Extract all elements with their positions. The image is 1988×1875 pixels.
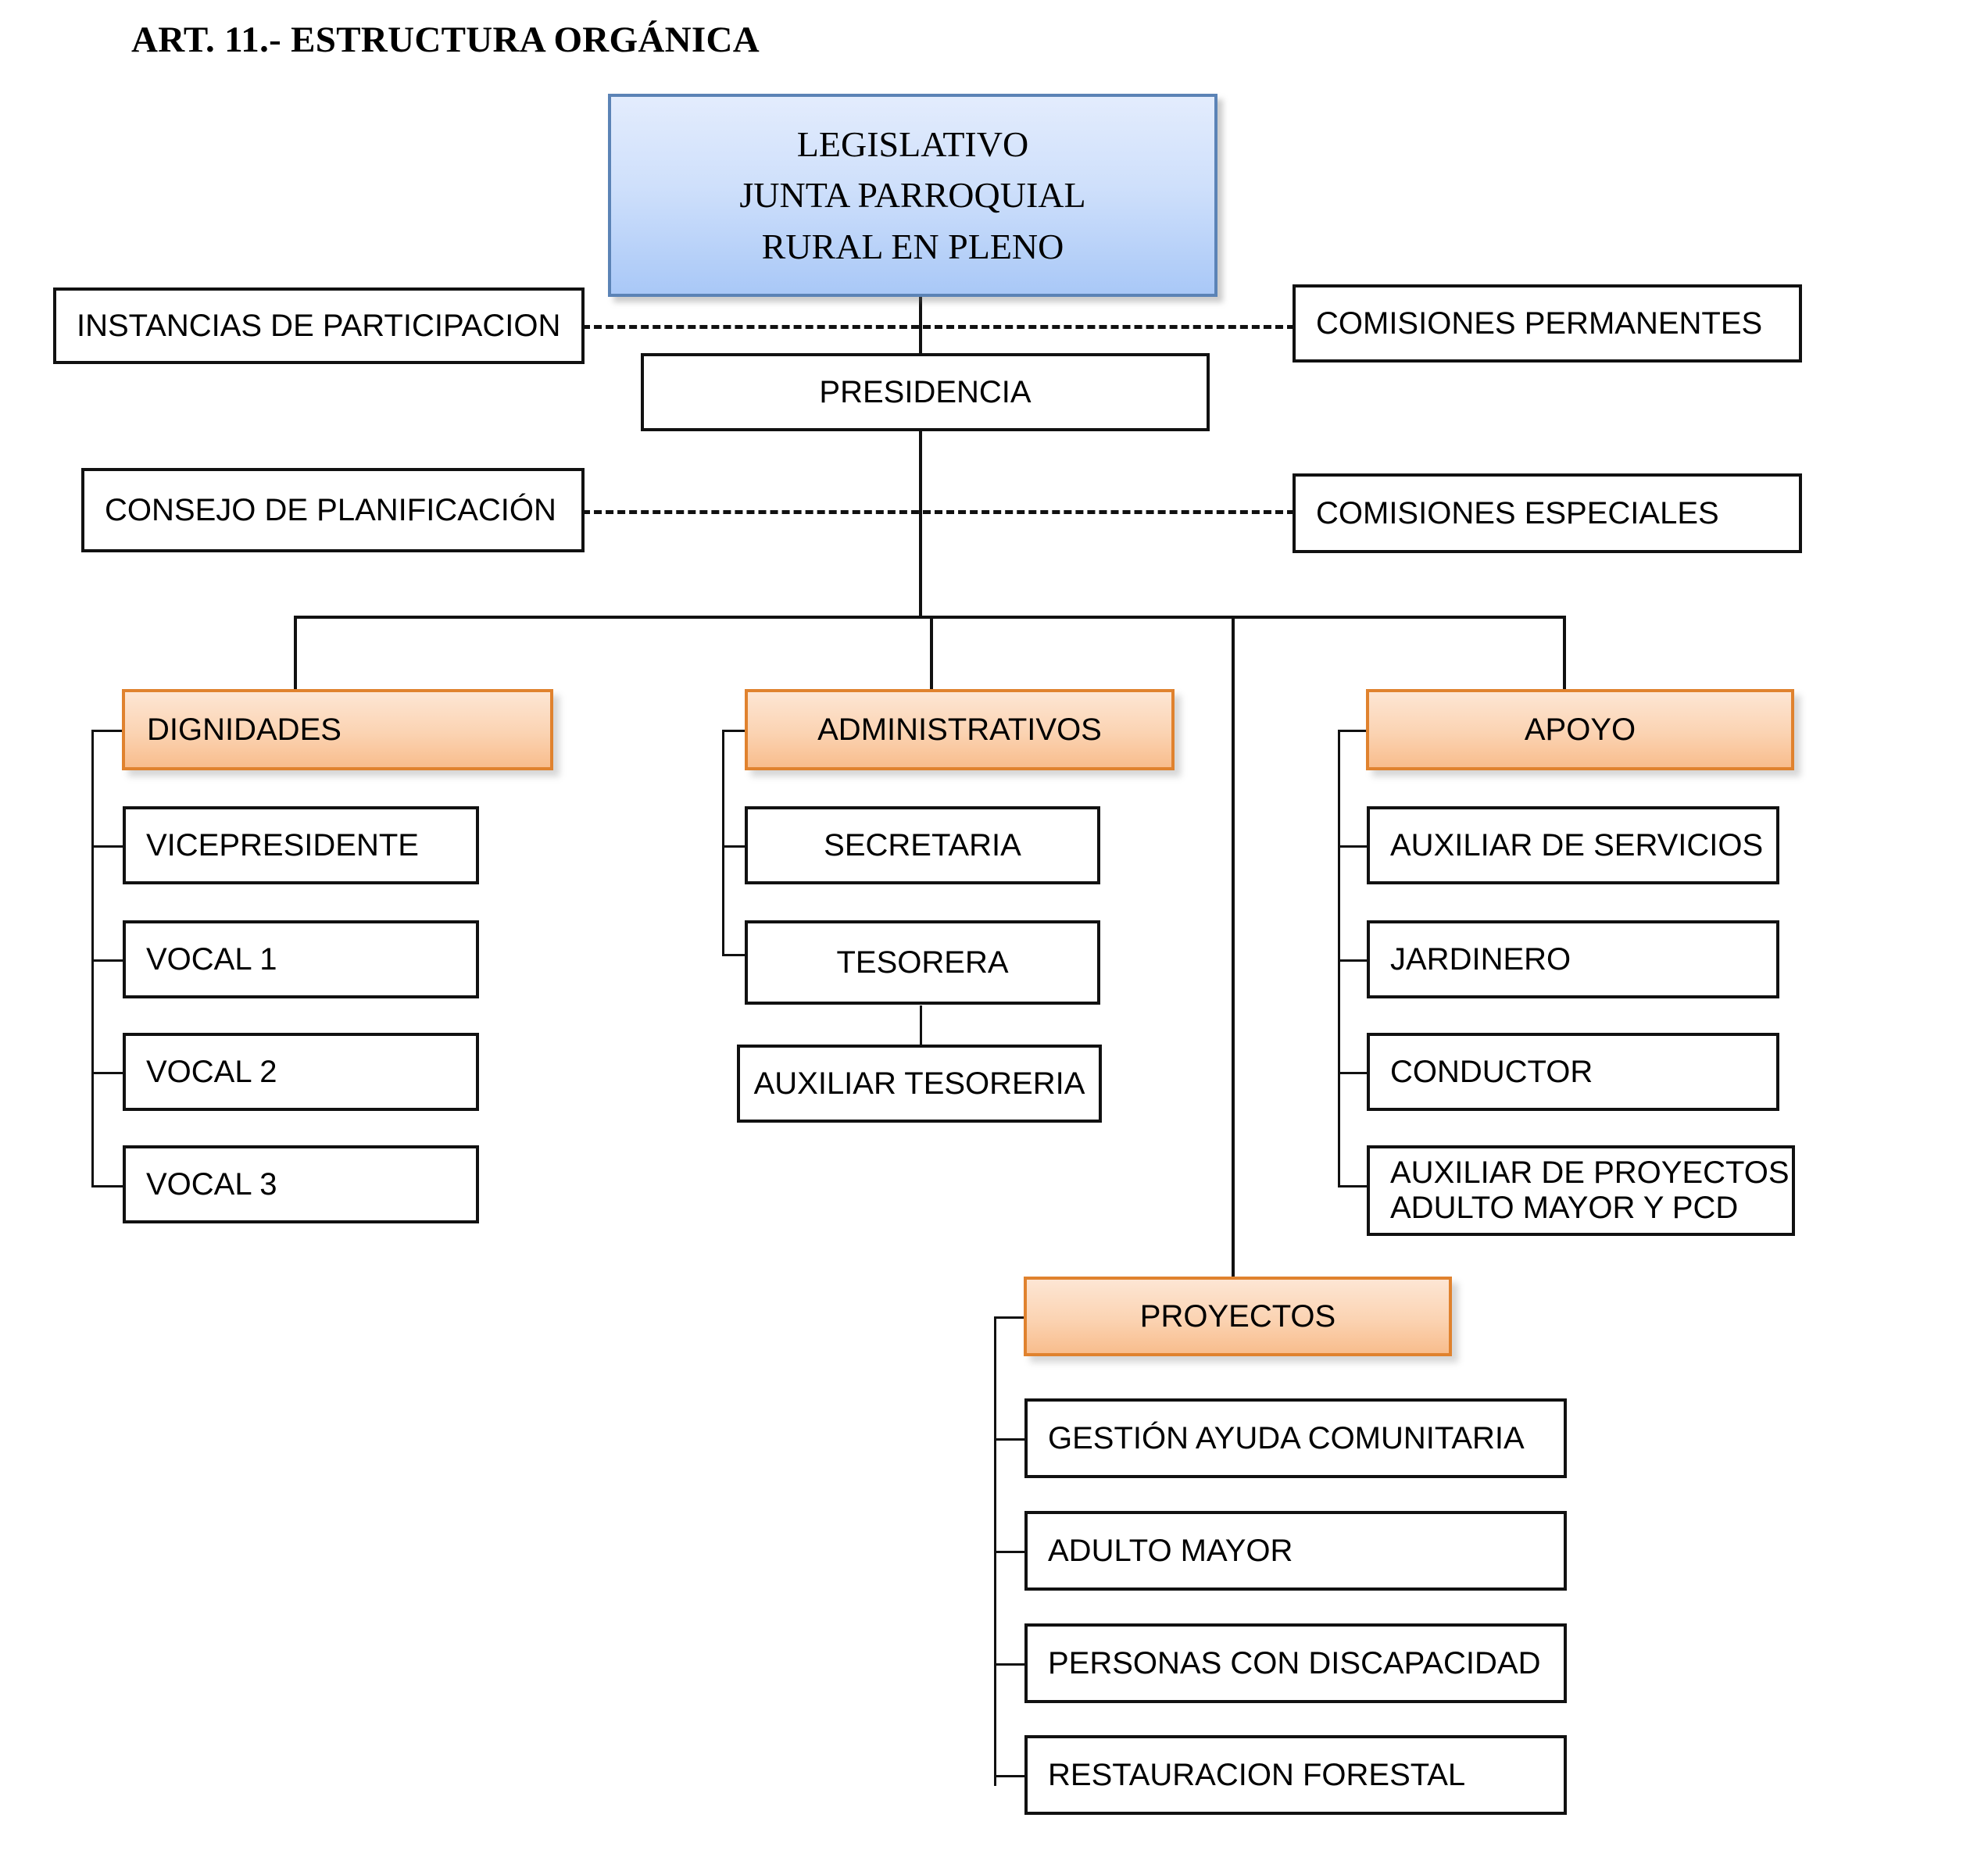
- connector-administrativos-stub-2: [722, 954, 746, 956]
- connector-dignidades-stub-4: [91, 1185, 124, 1188]
- connector-administrativos-stub-header: [722, 730, 746, 732]
- node-restauracion-forestal-label: RESTAURACION FORESTAL: [1048, 1757, 1466, 1792]
- node-auxiliar-proyectos-text: AUXILIAR DE PROYECTOS ADULTO MAYOR Y PCD: [1390, 1155, 1790, 1226]
- page-title: ART. 11.- ESTRUCTURA ORGÁNICA: [131, 20, 760, 60]
- node-group-proyectos[interactable]: PROYECTOS: [1024, 1277, 1452, 1356]
- node-legislativo-junta-parroquial[interactable]: LEGISLATIVO JUNTA PARROQUIAL RURAL EN PL…: [608, 94, 1217, 297]
- node-legislativo-line3: RURAL EN PLENO: [761, 226, 1064, 266]
- node-comisiones-permanentes-label: COMISIONES PERMANENTES: [1316, 305, 1763, 341]
- connector-apoyo-stub-4: [1338, 1185, 1368, 1188]
- node-comisiones-especiales-label: COMISIONES ESPECIALES: [1316, 495, 1719, 530]
- node-auxiliar-tesoreria[interactable]: AUXILIAR TESORERIA: [737, 1045, 1102, 1123]
- connector-apoyo-stub-1: [1338, 845, 1368, 848]
- node-restauracion-forestal[interactable]: RESTAURACION FORESTAL: [1024, 1735, 1567, 1815]
- connector-dashed-participacion: [582, 325, 1295, 329]
- connector-proyectos-stub-3: [994, 1663, 1025, 1666]
- node-proyectos-label: PROYECTOS: [1139, 1298, 1336, 1334]
- connector-bus-to-apoyo: [1563, 616, 1566, 691]
- connector-dignidades-stub-3: [91, 1072, 124, 1074]
- node-conductor-label: CONDUCTOR: [1390, 1054, 1593, 1089]
- node-apoyo-label: APOYO: [1524, 712, 1636, 747]
- node-gestion-ayuda-label: GESTIÓN AYUDA COMUNITARIA: [1048, 1420, 1525, 1455]
- node-vocal-3[interactable]: VOCAL 3: [123, 1145, 479, 1223]
- node-jardinero-label: JARDINERO: [1390, 941, 1571, 977]
- node-consejo-label: CONSEJO DE PLANIFICACIÓN: [105, 492, 556, 527]
- connector-apoyo-stub-3: [1338, 1072, 1368, 1074]
- node-vocal-2-label: VOCAL 2: [146, 1054, 277, 1089]
- node-auxiliar-de-servicios[interactable]: AUXILIAR DE SERVICIOS: [1367, 806, 1779, 884]
- node-personas-discapacidad-label: PERSONAS CON DISCAPACIDAD: [1048, 1645, 1541, 1680]
- node-auxiliar-proyectos-line1: AUXILIAR DE PROYECTOS: [1390, 1155, 1790, 1191]
- node-vicepresidente-label: VICEPRESIDENTE: [146, 827, 419, 862]
- node-comisiones-permanentes[interactable]: COMISIONES PERMANENTES: [1293, 284, 1802, 362]
- node-legislativo-line1: LEGISLATIVO: [796, 124, 1029, 165]
- connector-apoyo-stub-2: [1338, 959, 1368, 962]
- connector-administrativos-rail: [722, 730, 724, 956]
- node-instancias-de-participacion[interactable]: INSTANCIAS DE PARTICIPACION: [53, 288, 585, 364]
- connector-bus-to-proyectos: [1232, 616, 1235, 1278]
- node-adulto-mayor[interactable]: ADULTO MAYOR: [1024, 1511, 1567, 1591]
- connector-proyectos-stub-2: [994, 1551, 1025, 1553]
- node-auxiliar-de-proyectos-adulto-mayor-pcd[interactable]: AUXILIAR DE PROYECTOS ADULTO MAYOR Y PCD: [1367, 1145, 1795, 1236]
- connector-apoyo-stub-header: [1338, 730, 1368, 732]
- connector-apoyo-rail: [1338, 730, 1340, 1188]
- connector-dignidades-stub-1: [91, 845, 124, 848]
- connector-dignidades-stub-2: [91, 959, 124, 962]
- connector-dignidades-rail: [91, 730, 94, 1188]
- connector-administrativos-stub-1: [722, 845, 746, 848]
- node-presidencia-label: PRESIDENCIA: [819, 374, 1032, 409]
- node-presidencia[interactable]: PRESIDENCIA: [641, 353, 1210, 431]
- node-comisiones-especiales[interactable]: COMISIONES ESPECIALES: [1293, 473, 1802, 553]
- connector-bus-to-administrativos: [930, 616, 933, 691]
- node-consejo-de-planificacion[interactable]: CONSEJO DE PLANIFICACIÓN: [81, 468, 585, 552]
- node-vocal-1[interactable]: VOCAL 1: [123, 920, 479, 998]
- node-gestion-ayuda-comunitaria[interactable]: GESTIÓN AYUDA COMUNITARIA: [1024, 1398, 1567, 1478]
- node-legislativo-line2: JUNTA PARROQUIAL: [739, 175, 1086, 216]
- node-personas-con-discapacidad[interactable]: PERSONAS CON DISCAPACIDAD: [1024, 1623, 1567, 1703]
- node-vicepresidente[interactable]: VICEPRESIDENTE: [123, 806, 479, 884]
- node-auxiliar-de-servicios-label: AUXILIAR DE SERVICIOS: [1390, 827, 1764, 862]
- node-vocal-1-label: VOCAL 1: [146, 941, 277, 977]
- node-group-apoyo[interactable]: APOYO: [1366, 689, 1794, 770]
- connector-proyectos-stub-1: [994, 1438, 1025, 1441]
- node-conductor[interactable]: CONDUCTOR: [1367, 1033, 1779, 1111]
- node-adulto-mayor-label: ADULTO MAYOR: [1048, 1533, 1293, 1568]
- node-instancias-label: INSTANCIAS DE PARTICIPACION: [77, 308, 561, 343]
- node-group-dignidades[interactable]: DIGNIDADES: [122, 689, 553, 770]
- connector-dashed-planificacion: [582, 510, 1295, 514]
- node-vocal-3-label: VOCAL 3: [146, 1166, 277, 1202]
- node-vocal-2[interactable]: VOCAL 2: [123, 1033, 479, 1111]
- connector-dignidades-stub-header: [91, 730, 124, 732]
- node-secretaria[interactable]: SECRETARIA: [745, 806, 1100, 884]
- node-group-administrativos[interactable]: ADMINISTRATIVOS: [745, 689, 1175, 770]
- node-dignidades-label: DIGNIDADES: [147, 712, 341, 747]
- node-administrativos-label: ADMINISTRATIVOS: [817, 712, 1102, 747]
- connector-proyectos-stub-header: [994, 1316, 1025, 1319]
- connector-presidencia-down: [919, 431, 922, 617]
- connector-bus-to-dignidades: [294, 616, 297, 691]
- node-tesorera[interactable]: TESORERA: [745, 920, 1100, 1005]
- node-tesorera-label: TESORERA: [836, 945, 1009, 980]
- connector-tesorera-to-auxiliar: [920, 1005, 922, 1045]
- node-auxiliar-proyectos-line2: ADULTO MAYOR Y PCD: [1390, 1191, 1739, 1225]
- node-auxiliar-tesoreria-label: AUXILIAR TESORERIA: [753, 1066, 1085, 1101]
- node-jardinero[interactable]: JARDINERO: [1367, 920, 1779, 998]
- connector-proyectos-stub-4: [994, 1775, 1025, 1777]
- node-secretaria-label: SECRETARIA: [824, 827, 1021, 862]
